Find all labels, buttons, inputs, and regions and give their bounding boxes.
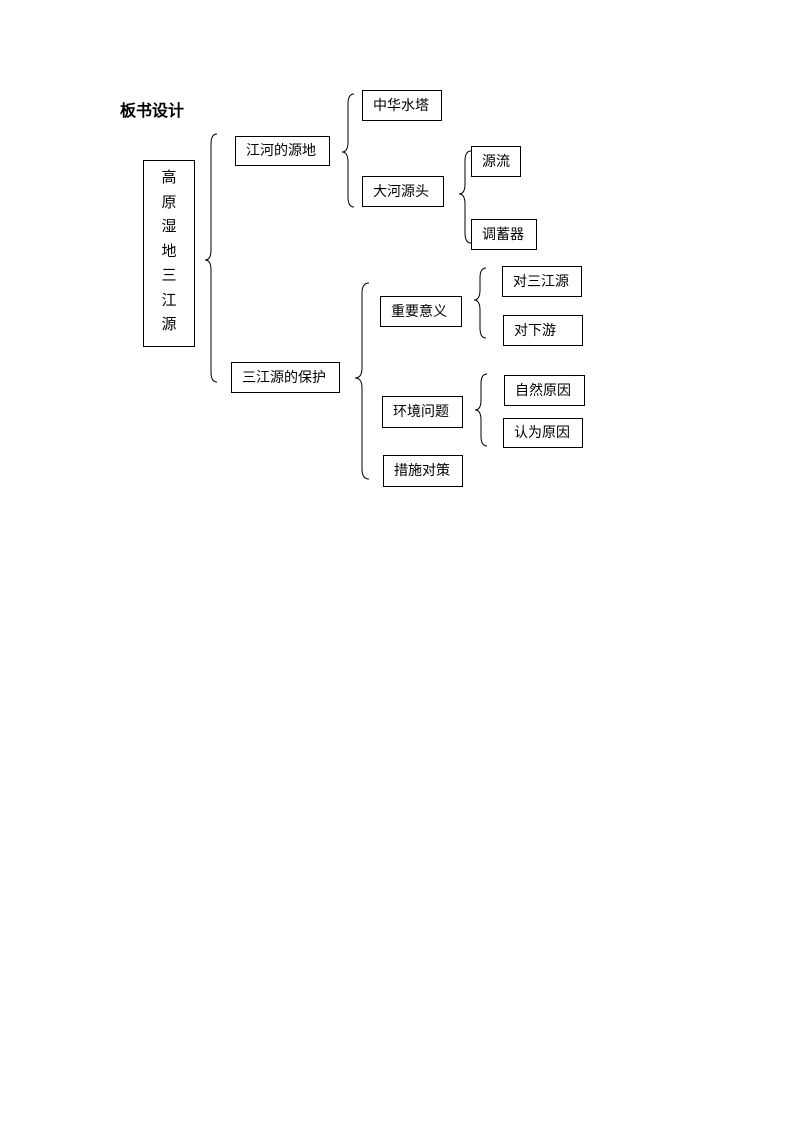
brace-protection	[354, 282, 370, 480]
root-char: 原	[161, 192, 177, 211]
root-char: 湿	[161, 217, 177, 235]
node-regulator: 调蓄器	[471, 219, 537, 250]
root-char: 三	[161, 266, 177, 284]
node-environment-issue: 环境问题	[382, 396, 463, 428]
node-natural-cause: 自然原因	[504, 375, 585, 406]
board-design-heading: 板书设计	[120, 101, 185, 120]
node-origin-flow: 源流	[471, 146, 521, 177]
brace-environment	[474, 373, 488, 447]
brace-source	[341, 93, 355, 208]
brace-root	[204, 133, 218, 383]
node-for-sanjiangyuan: 对三江源	[502, 266, 582, 297]
node-measures: 措施对策	[383, 455, 463, 487]
node-importance: 重要意义	[380, 296, 462, 327]
node-sanjiangyuan-protection: 三江源的保护	[231, 362, 340, 393]
node-great-river-head: 大河源头	[362, 176, 444, 207]
root-char: 江	[161, 290, 177, 309]
root-node-plateau-wetland: 高 原 湿 地 三 江 源	[143, 160, 195, 347]
root-char: 源	[161, 315, 177, 333]
node-human-cause: 认为原因	[503, 418, 583, 448]
brace-river-head	[458, 150, 472, 244]
root-char: 地	[161, 241, 177, 260]
node-china-water-tower: 中华水塔	[362, 90, 442, 121]
brace-importance	[473, 267, 487, 339]
node-for-downstream: 对下游	[503, 315, 583, 346]
node-river-source: 江河的源地	[235, 136, 330, 166]
root-char: 高	[161, 168, 177, 186]
